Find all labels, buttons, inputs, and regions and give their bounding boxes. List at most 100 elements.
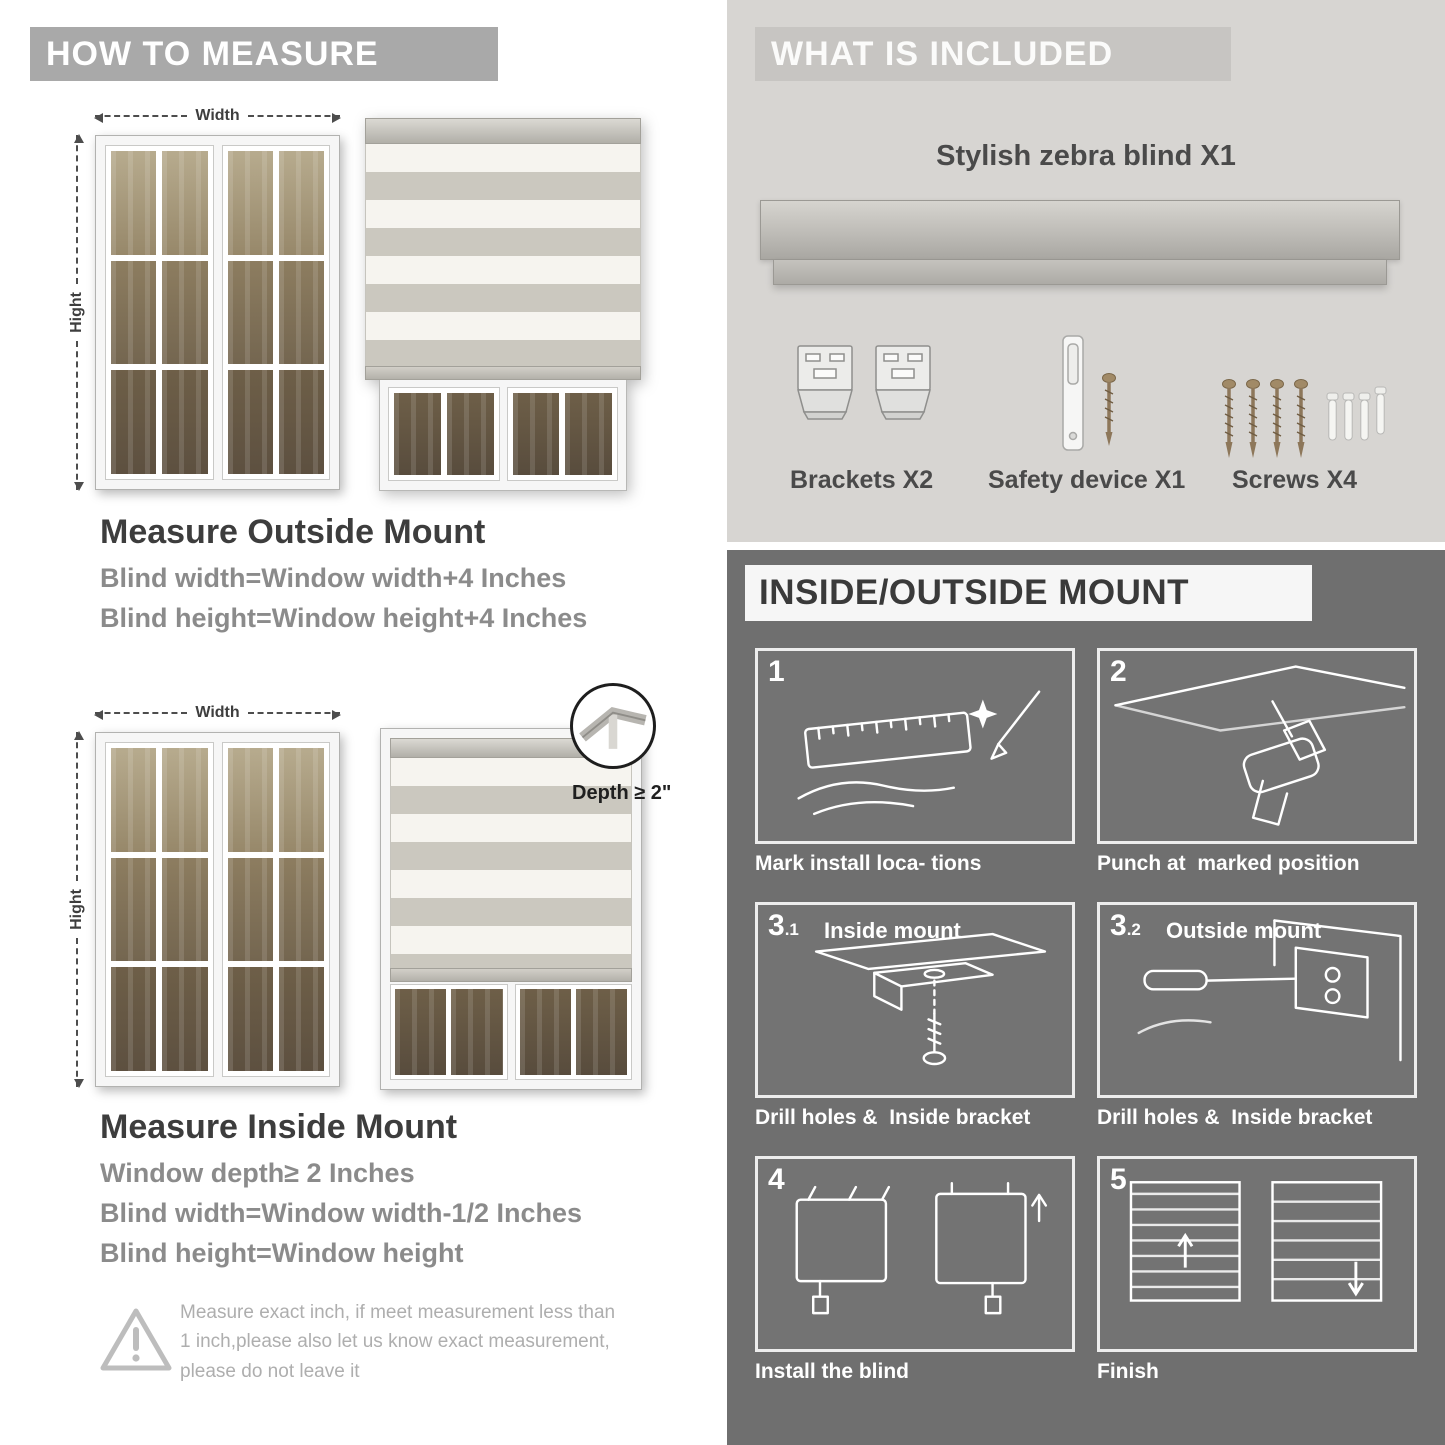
window-pane: [227, 151, 273, 255]
inside-mount-line-1: Window depth≥ 2 Inches: [100, 1158, 415, 1188]
bracket-icon: [797, 345, 853, 420]
window-pane: [278, 370, 324, 474]
window-pane: [227, 260, 273, 365]
window-pane: [227, 748, 273, 852]
window-pane: [227, 370, 273, 474]
width-label: Width: [195, 107, 240, 124]
safety-device-icon: [1062, 335, 1084, 451]
blind-headrail: [365, 118, 641, 144]
arrow-line: [247, 710, 342, 720]
window-pane: [162, 370, 208, 474]
step-number: 4: [768, 1163, 785, 1196]
window-pane: [111, 748, 157, 852]
step-2-caption: Punch at marked position: [1097, 852, 1360, 875]
window-pane: [565, 393, 612, 475]
window-sash: [514, 984, 632, 1080]
window-illustration-outside: [95, 135, 340, 490]
window-sash: [221, 742, 330, 1077]
step-2: 2 Punch at marked position: [1097, 648, 1417, 896]
inside-mount-line-2: Blind width=Window width-1/2 Inches: [100, 1198, 583, 1228]
window-pane: [162, 967, 208, 1071]
mount-header: INSIDE/OUTSIDE MOUNT: [745, 565, 1312, 621]
frame-corner-icon: [579, 706, 647, 749]
headrail-lip: [773, 260, 1387, 285]
window-pane: [162, 748, 208, 852]
window-sash: [390, 984, 508, 1080]
step-4: 4 Install the blind: [755, 1156, 1075, 1404]
blind-product-label: Stylish zebra blind X1: [936, 140, 1236, 172]
screws-illustration: [1220, 378, 1388, 462]
measure-warning-text: Measure exact inch, if meet measurement …: [180, 1302, 616, 1382]
window-pane: [278, 151, 324, 255]
headrail-bar: [760, 200, 1400, 260]
step-1-caption: Mark install loca- tions: [755, 852, 982, 875]
mount-steps-grid: 1 Mark install loca- tions 2: [755, 648, 1417, 1404]
height-dimension-arrow: Hight: [66, 730, 88, 1089]
finished-blinds-illustration: [1129, 1181, 1383, 1302]
arrow-line: [74, 133, 84, 285]
blind-stripes: [390, 758, 632, 968]
window-pane: [278, 857, 324, 962]
step-number: 3.2: [1110, 909, 1141, 942]
window-pane: [278, 748, 324, 852]
arrow-line: [74, 340, 84, 492]
step-number: 1: [768, 655, 785, 688]
window-pane: [162, 151, 208, 255]
outside-mount-line-2: Blind height=Window height+4 Inches: [100, 603, 588, 633]
screw-icon: [1102, 373, 1116, 446]
how-to-measure-header: HOW TO MEASURE: [30, 27, 498, 81]
step-number: 2: [1110, 655, 1127, 688]
window-pane: [451, 989, 503, 1075]
step-1-box: 1: [755, 648, 1075, 844]
window-pane: [446, 393, 494, 475]
window-sash: [105, 145, 214, 480]
arrow-line: [74, 730, 84, 882]
window-pane: [162, 260, 208, 365]
step-5-caption: Finish: [1097, 1360, 1159, 1383]
zebra-blind-illustration-inside: [380, 728, 642, 1090]
step-2-box: 2: [1097, 648, 1417, 844]
drill-illustration: [1114, 665, 1406, 826]
step-number: 5: [1110, 1163, 1127, 1196]
outside-mount-bracket-illustration: [1137, 919, 1402, 1062]
step-3-2-caption: Drill holes & Inside bracket: [1097, 1106, 1373, 1129]
window-pane: [395, 989, 447, 1075]
bracket-icon: [875, 345, 931, 420]
height-label: Hight: [68, 889, 85, 930]
window-pane: [111, 151, 157, 255]
depth-callout-circle: [570, 683, 656, 769]
window-pane: [111, 370, 157, 474]
brackets-illustration: [792, 342, 936, 422]
blind-stripes: [365, 144, 641, 366]
blind-bottom-rail: [390, 968, 632, 982]
window-pane: [512, 393, 560, 475]
window-below-blind: [390, 984, 632, 1080]
window-pane: [227, 857, 273, 962]
height-label: Hight: [68, 292, 85, 333]
step-number: 3.1: [768, 909, 799, 942]
outside-mount-line-1: Blind width=Window width+4 Inches: [100, 563, 567, 593]
step-4-caption: Install the blind: [755, 1360, 910, 1383]
window-pane: [278, 967, 324, 1071]
arrow-line: [74, 937, 84, 1089]
width-dimension-arrow: Width: [93, 703, 342, 723]
mark-location-illustration: [797, 690, 1041, 816]
step-3-2: 3.2 Outside mount Drill holes & Inside b…: [1097, 902, 1417, 1150]
screws-icon: [1220, 378, 1310, 460]
inside-mount-title: Measure Inside Mount: [100, 1108, 458, 1146]
window-sash: [388, 387, 500, 481]
window-pane: [278, 260, 324, 365]
height-dimension-arrow: Hight: [66, 133, 88, 492]
window-pane: [111, 857, 157, 962]
step-5-box: 5: [1097, 1156, 1417, 1352]
depth-label: Depth ≥ 2": [572, 782, 672, 804]
window-pane: [162, 857, 208, 962]
step-1: 1 Mark install loca- tions: [755, 648, 1075, 896]
window-sash: [221, 145, 330, 480]
step-5: 5 Finish: [1097, 1156, 1417, 1404]
safety-device-label: Safety device X1: [988, 466, 1186, 494]
step-3-1-caption: Drill holes & Inside bracket: [755, 1106, 1031, 1129]
width-label: Width: [195, 704, 240, 721]
window-pane: [394, 393, 441, 475]
window-below-blind: [379, 380, 627, 491]
